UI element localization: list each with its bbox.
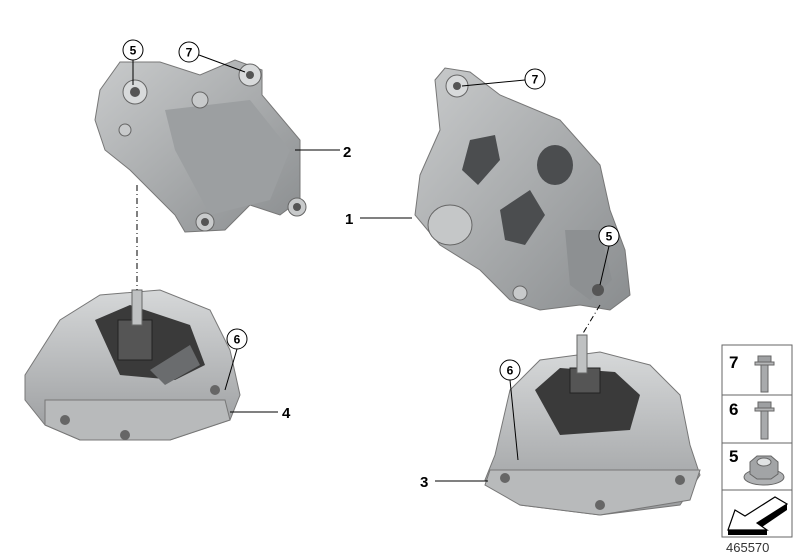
part-label-3[interactable]: 3 (420, 474, 428, 491)
part-label-1[interactable]: 1 (345, 211, 353, 228)
hex-nut-icon (743, 455, 785, 486)
legend-item-5[interactable]: 5 (729, 447, 785, 486)
legend-number: 7 (729, 353, 738, 372)
callout-label: 7 (532, 73, 539, 87)
callout-label: 6 (507, 364, 514, 378)
legend-number: 6 (729, 400, 738, 419)
callout-part-1-bolt-7[interactable]: 7 (524, 68, 546, 90)
part-label-4[interactable]: 4 (282, 405, 291, 422)
document-number: 465570 (726, 540, 770, 555)
callout-part-2-bolt-7[interactable]: 7 (178, 41, 200, 63)
callout-label: 5 (130, 44, 137, 58)
legend-number: 5 (729, 447, 738, 466)
callout-label: 7 (186, 46, 193, 60)
bolt-icon (754, 401, 775, 440)
leader-lines (132, 54, 610, 482)
part-label-2[interactable]: 2 (343, 144, 351, 161)
part-1-engine-bracket[interactable] (414, 67, 631, 311)
part-3-engine-mount[interactable] (484, 334, 701, 516)
callout-part-2-nut-5[interactable]: 5 (122, 39, 144, 61)
assembly-lines (136, 185, 601, 336)
callout-label: 6 (234, 333, 241, 347)
fastener-legend: 7 6 5 (721, 344, 793, 538)
callout-part-3-bolt-6[interactable]: 6 (499, 359, 521, 381)
direction-arrow-icon (727, 496, 789, 535)
callout-label: 5 (606, 230, 613, 244)
part-4-engine-mount[interactable] (24, 289, 241, 441)
part-2-engine-bracket[interactable] (94, 59, 307, 233)
callout-part-4-bolt-6[interactable]: 6 (226, 328, 248, 350)
callout-part-1-nut-5[interactable]: 5 (598, 225, 620, 247)
bolt-icon (754, 355, 775, 393)
legend-item-7[interactable]: 7 (729, 353, 775, 393)
legend-item-6[interactable]: 6 (729, 400, 775, 440)
